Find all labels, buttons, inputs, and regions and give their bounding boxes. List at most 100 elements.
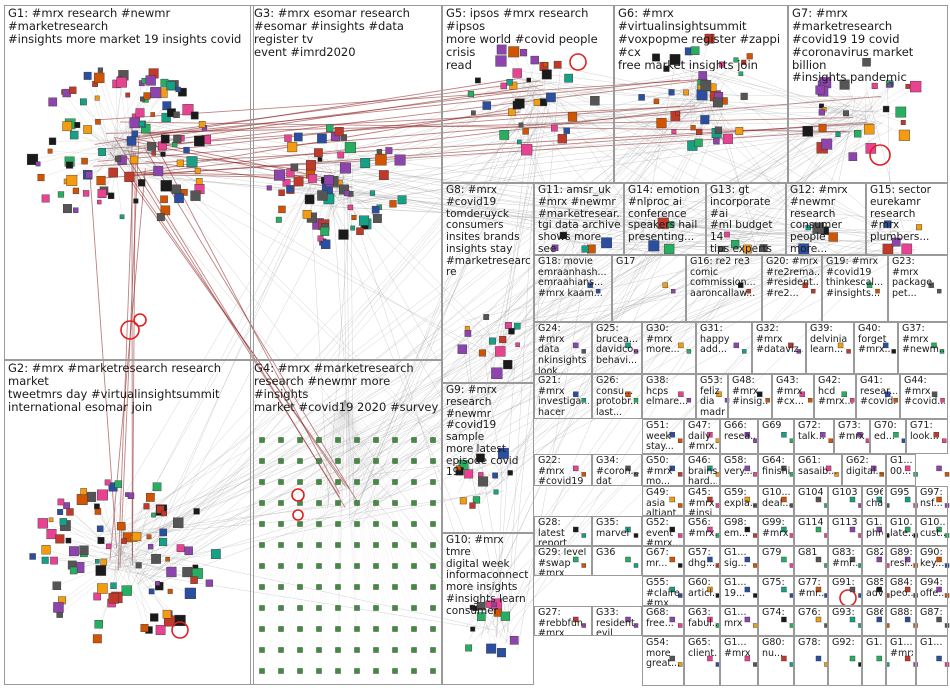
group-label: G8: #mrx #covid19 tomderuyck consumers i… (446, 185, 531, 279)
group-box-g102: G10... late... (886, 516, 916, 546)
group-label: G87: (920, 608, 945, 619)
group-box-g90: G90: key... (916, 546, 948, 576)
group-box-g52: G52: event #mrx... (642, 516, 684, 546)
group-label: G4: #mrx #marketresearch research #newmr… (254, 362, 439, 414)
group-label: G10: #mrx tmre digital week informaconne… (446, 535, 531, 617)
group-label: G56: #mrx... (688, 518, 717, 539)
group-box-g24: G24: #mrx data nkinsights look... (534, 322, 592, 374)
group-label: G5: ipsos #mrx research #ipsos more worl… (446, 7, 611, 71)
group-box-g101: G1... phro... (862, 516, 886, 546)
group-label: G75: (762, 578, 791, 589)
group-box-g68: G68: free... (642, 606, 684, 636)
group-label: G26: consu... protobr... last... (596, 376, 639, 419)
group-label: G20: #mrx #re2rema... #resident... #re2.… (766, 257, 819, 300)
group-label: G41: resear... #covid... (860, 376, 897, 408)
group-label: G88: (890, 608, 913, 619)
group-box-g42: G42: hcd #mrx... (814, 374, 856, 419)
group-label: G35: marvel (596, 518, 639, 539)
group-box-g26: G26: consu... protobr... last... (592, 374, 642, 419)
group-label: G1... phro... (866, 518, 883, 539)
group-box-g78: G78: (794, 636, 828, 686)
group-label: G89: resi... (890, 548, 913, 569)
group-label: G18: movie emraanhash... emraahians... #… (538, 257, 609, 300)
group-label: G44: #mrx #covid... (904, 376, 945, 408)
group-box-g115: G1... (916, 636, 948, 686)
group-label: G23: #mrx package pet... (892, 257, 945, 300)
group-box-g48: G48: #mrx #insig... (728, 374, 772, 419)
group-label: G3: #mrx esomar research #esomar #insigh… (254, 7, 439, 59)
group-box-g79: G79 (758, 546, 794, 576)
group-label: G85: adv... (866, 578, 883, 599)
group-box-g95: G95 (886, 486, 916, 516)
group-box-g107: G1... sig... (720, 546, 758, 576)
group-box-g20: G20: #mrx #re2rema... #resident... #re2.… (762, 255, 822, 322)
group-label: G96: chal... (866, 488, 883, 509)
group-label: G76: (798, 608, 825, 619)
group-box-g75: G75: (758, 576, 794, 606)
group-box-g30: G30: #mrx more... (642, 322, 696, 374)
group-label: G21: #mrx investiga... hacer informaci..… (538, 376, 589, 419)
group-box-g37: G37: #mrx #newm... (898, 322, 948, 374)
group-label: G22: #mrx #covid19 americans working... (538, 456, 589, 486)
group-box-g5: G5: ipsos #mrx research #ipsos more worl… (442, 5, 614, 183)
group-label: G42: hcd #mrx... (818, 376, 853, 408)
group-label: G32: #mrx #dataviz... (756, 324, 803, 356)
group-label: G81 (798, 548, 825, 559)
group-label: G10... cust... (920, 518, 945, 539)
group-label: G37: #mrx #newm... (902, 324, 945, 356)
group-label: G82 (866, 548, 883, 559)
group-label: G1... sig... (724, 548, 755, 569)
group-box-g32: G32: #mrx #dataviz... (752, 322, 806, 374)
group-label: G95 (890, 488, 913, 499)
group-label: G43: #mrx #cx... (776, 376, 811, 408)
group-box-g53: G53: feliz dia madre... (696, 374, 728, 419)
group-label: G27: #rebbfun #mrx yupiyupi... (538, 608, 589, 636)
group-label: G47: daily #mrx... (688, 421, 717, 453)
group-label: G80: nu... (762, 638, 791, 659)
group-box-g56: G56: #mrx... (684, 516, 720, 546)
group-label: G38: hcps elmare... (646, 376, 693, 408)
group-box-g98: G98: em... (720, 516, 758, 546)
group-box-g34: G34: #coron... dat ipsasnl... (592, 454, 642, 486)
group-box-g104: G104 (794, 486, 828, 516)
group-box-g60: G60: articl... (684, 576, 720, 606)
group-box-g105: G10... cust... (916, 516, 948, 546)
group-label: G28: latest report explores... (538, 518, 589, 546)
group-box-g8: G8: #mrx #covid19 tomderuyck consumers i… (442, 183, 534, 383)
group-label: G54: more great... (646, 638, 681, 670)
group-box-g55: G55: #claire... #mx... (642, 576, 684, 606)
group-box-g14: G14: emotion #nlproc ai conference speak… (624, 183, 706, 255)
group-box-g66: G66: resea... (720, 419, 758, 454)
group-box-g35: G35: marvel (592, 516, 642, 546)
group-label: G97: nsf... (920, 488, 945, 509)
group-label: G66: resea... (724, 421, 755, 442)
group-label: G65: client... (688, 638, 717, 659)
group-label: G73: #mrx (838, 421, 867, 442)
group-label: G67: mr... (646, 548, 681, 569)
group-label: G64: finishi... (762, 456, 791, 477)
group-box-g93: G93: (828, 606, 862, 636)
group-box-g17: G17 (612, 255, 686, 322)
group-label: G39: delvinia learn... (810, 324, 851, 356)
group-box-g15: G15: sector eurekamr research #mrx plumb… (866, 183, 948, 255)
group-label: G1: #mrx research #newmr #marketresearch… (8, 7, 251, 46)
group-box-g12: G12: #mrx #newmr research consumer peopl… (786, 183, 866, 255)
group-label: G31: happy add... (700, 324, 749, 356)
group-label: G46: brains hard... (688, 456, 717, 486)
group-label: G98: em... (724, 518, 755, 539)
group-label: G86: (866, 608, 883, 619)
group-box-g45: G45: #mrx #insi... (684, 486, 720, 516)
group-label: G1... #mrx (724, 638, 755, 659)
group-box-g3: G3: #mrx esomar research #esomar #insigh… (250, 5, 442, 360)
group-box-g40: G40: forget #mrx... (854, 322, 898, 374)
group-box-g81: G81 (794, 546, 828, 576)
group-box-g62: G62: digital... (842, 454, 886, 486)
group-label: G70: ed... (874, 421, 903, 442)
group-box-g39: G39: delvinia learn... (806, 322, 854, 374)
group-label: G90: key... (920, 548, 945, 569)
group-label: G53: feliz dia madre... (700, 376, 725, 419)
group-label: G113 (832, 518, 859, 529)
group-label: G77: #mr... (798, 578, 825, 599)
group-box-g70: G70: ed... (870, 419, 906, 454)
group-label: G94: offe... (920, 578, 945, 599)
